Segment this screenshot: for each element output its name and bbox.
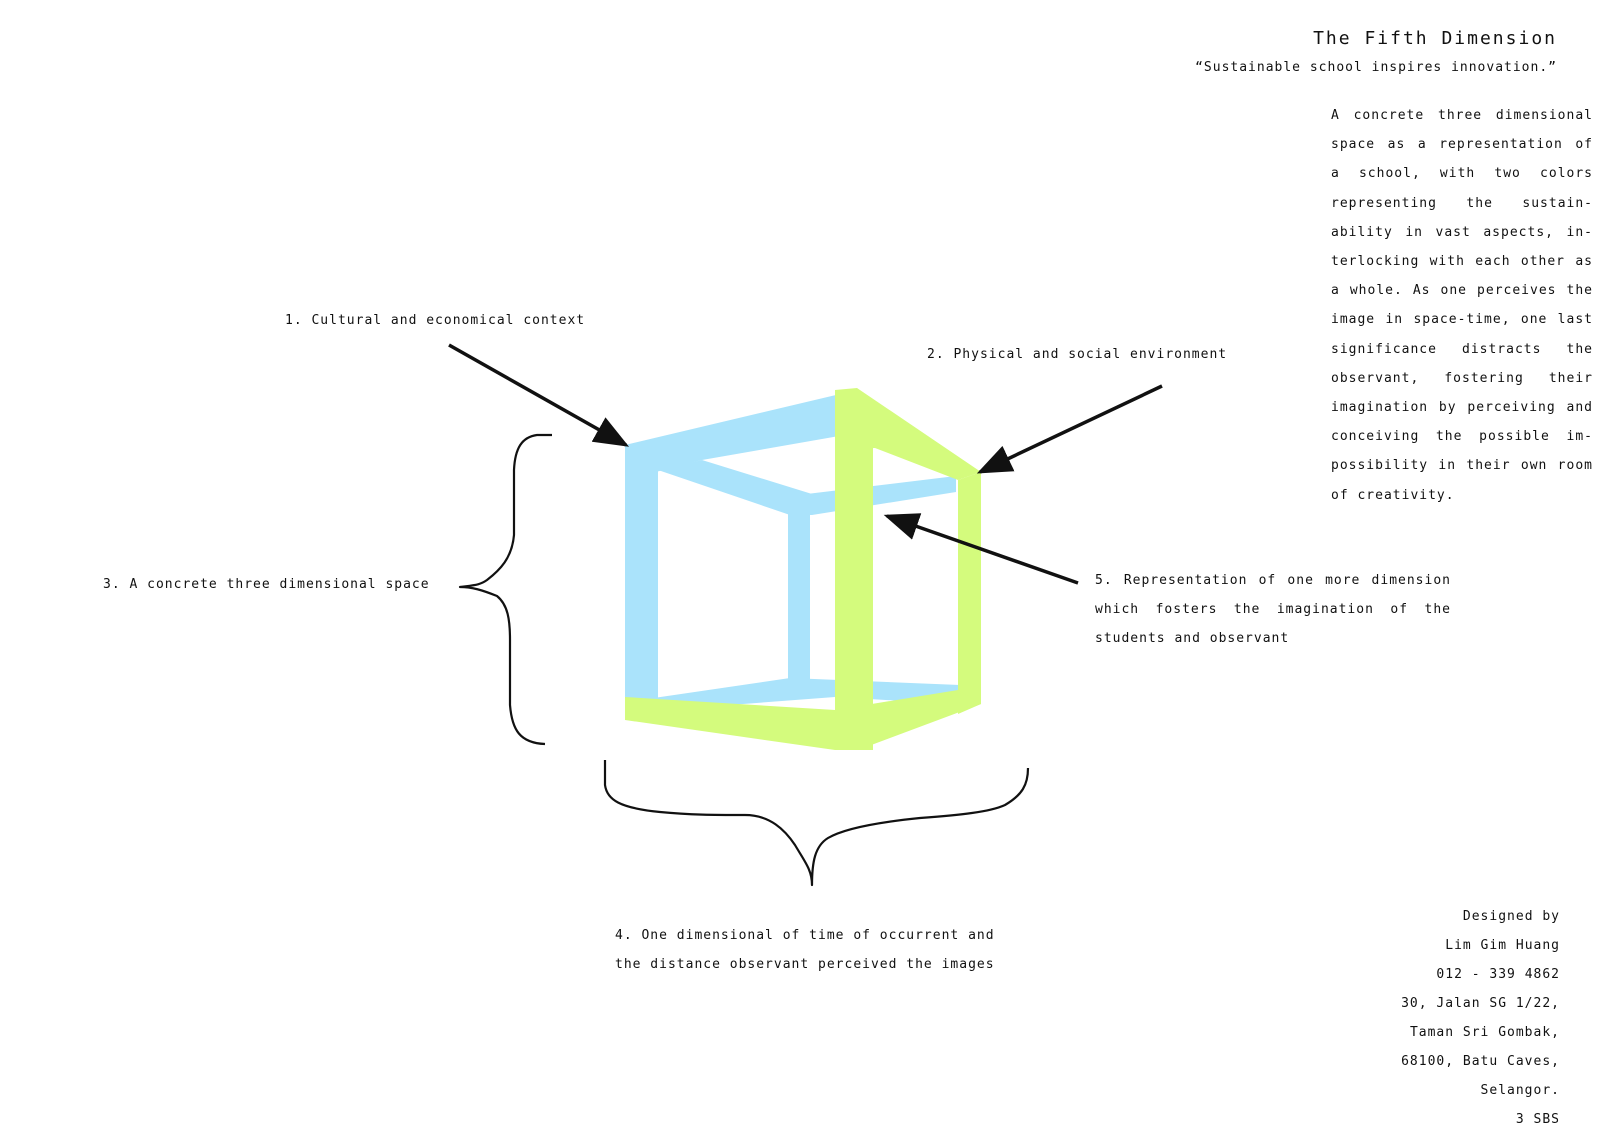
callout-label-3: 3. A concrete three dimensional space [103, 577, 430, 592]
callout-label-1: 1. Cultural and economical context [285, 313, 586, 328]
credits-address-line2: Taman Sri Gombak, [1409, 1025, 1560, 1040]
credits-phone: 012 - 339 4862 [1436, 967, 1560, 982]
cube-blue-inner-post [788, 512, 810, 682]
cube-blue-inner-diagonal [658, 460, 812, 515]
arrow-5 [883, 513, 1079, 585]
cube-green-right-post [958, 472, 981, 714]
cube-blue-bottom-bar [640, 678, 960, 705]
cube-green-top-diagonal [835, 388, 981, 480]
credits-designed-by: Designed by [1462, 909, 1560, 924]
brace-bottom [603, 760, 1030, 887]
brace-left [458, 433, 552, 746]
tagline: “Sustainable school inspires innovation.… [1195, 60, 1557, 75]
page-title: The Fifth Dimension [1313, 28, 1557, 49]
pointer-arrows [448, 343, 1163, 585]
credits-name: Lim Gim Huang [1445, 938, 1560, 953]
callout-label-2: 2. Physical and social environment [927, 347, 1228, 362]
cube-green-front-post [835, 390, 873, 750]
credits-class: 3 SBS [1515, 1112, 1560, 1127]
arrow-1 [448, 343, 630, 447]
cube-blue-left-front-post [625, 440, 658, 700]
credits-address-line3: 68100, Batu Caves, [1401, 1054, 1560, 1069]
cube-blue-back-top-face [625, 390, 862, 480]
description-paragraph: A concrete three dimensional space as a … [1331, 108, 1593, 503]
credits-address-line4: Selangor. [1480, 1083, 1560, 1098]
cube-green-bottom-left-bar [625, 697, 835, 750]
credits-address-line1: 30, Jalan SG 1/22, [1401, 996, 1560, 1011]
arrow-2 [976, 384, 1163, 474]
impossible-cube [625, 388, 981, 750]
credits-block: Designed by Lim Gim Huang 012 - 339 4862… [1401, 902, 1560, 1134]
curly-braces [458, 433, 1030, 887]
cube-green-bottom-right-bar [835, 690, 981, 750]
callout-label-4: 4. One dimensional of time of occurrent … [615, 928, 995, 972]
callout-label-5: 5. Representation of one more dimension … [1095, 573, 1451, 646]
